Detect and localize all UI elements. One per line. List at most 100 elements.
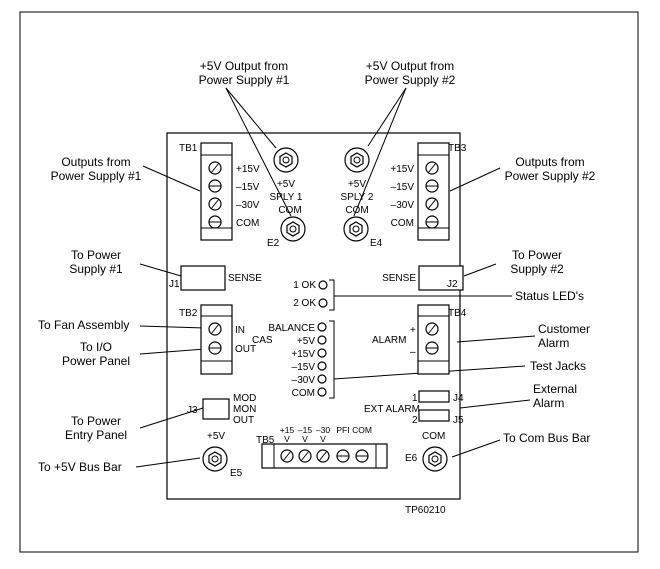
outer-frame xyxy=(19,11,639,553)
callout-to-5v-bus: To +5V Bus Bar xyxy=(38,460,122,474)
callout-to-ps2-1: To Power xyxy=(512,248,562,262)
tb3-row-label: +15V xyxy=(390,164,414,175)
led-1-icon xyxy=(318,280,328,290)
leader-to-power-entry xyxy=(139,407,204,429)
ext-alarm-pin1: 1 xyxy=(412,393,418,404)
j4-id: J4 xyxy=(453,393,464,404)
board-outline xyxy=(166,132,461,500)
post-sply2-icon xyxy=(344,147,370,173)
j5-connector xyxy=(418,409,450,422)
callout-test-jacks: Test Jacks xyxy=(530,359,586,373)
tb2-rows xyxy=(201,315,232,362)
callout-out-ps2-sub: Power Supply #2 xyxy=(365,73,456,87)
callout-out-ps1-sub: Power Supply #1 xyxy=(199,73,290,87)
led-2-icon xyxy=(318,298,328,308)
com-e4-id: E4 xyxy=(370,238,383,249)
leader-customer-alarm xyxy=(456,335,536,343)
j1-id: J1 xyxy=(169,279,180,290)
led-bracket xyxy=(329,279,335,311)
tb1-row-label: –15V xyxy=(236,182,260,193)
callout-to-power-entry-2: Entry Panel xyxy=(65,428,127,442)
callout-out-ps2-title: +5V Output from xyxy=(366,59,454,73)
tb3-row-label: –15V xyxy=(391,182,415,193)
tb2-side-label: CAS xyxy=(252,335,273,346)
callout-customer-alarm-1: Customer xyxy=(538,322,590,336)
callout-to-io-1: To I/O xyxy=(80,340,112,354)
test-jack-label: BALANCE xyxy=(268,323,315,334)
j1-connector xyxy=(180,265,226,291)
callout-status-leds: Status LED's xyxy=(515,289,584,303)
callout-to-fan: To Fan Assembly xyxy=(38,318,129,332)
e6-label: COM xyxy=(422,431,445,442)
led-label: 2 OK xyxy=(293,298,316,309)
test-jack-label: –15V xyxy=(292,362,316,373)
leader-to-com-bus xyxy=(451,439,501,458)
led-label: 1 OK xyxy=(293,280,316,291)
tb1-name: TB1 xyxy=(179,143,198,154)
tb4-plus: + xyxy=(410,325,416,336)
j3-connector xyxy=(202,398,230,420)
com-e2-label: COM xyxy=(278,205,301,216)
tb5-col-label: V xyxy=(302,434,308,444)
tb1-row-label: COM xyxy=(236,218,259,229)
e5-id: E5 xyxy=(230,468,243,479)
leader-to-fan xyxy=(139,325,206,329)
callout-to-power-entry-1: To Power xyxy=(71,414,121,428)
leader-to-io xyxy=(139,348,206,355)
com-e2-id: E2 xyxy=(267,238,280,249)
com-e2-icon xyxy=(280,216,306,242)
test-jack-label: –30V xyxy=(292,375,316,386)
j3-line: MON xyxy=(233,404,256,415)
tb5-col-label: –30 xyxy=(316,425,330,435)
tb2-row-label: OUT xyxy=(235,344,256,355)
j2-id: J2 xyxy=(447,279,458,290)
tb1-row-label: +15V xyxy=(236,164,260,175)
callout-to-ps1-2: Supply #1 xyxy=(69,262,123,276)
figure-id: TP60210 xyxy=(405,505,446,516)
tb4-rows xyxy=(418,315,449,362)
ext-alarm-pin2: 2 xyxy=(412,415,418,426)
j4-connector xyxy=(418,390,450,403)
j5-id: J5 xyxy=(453,415,464,426)
post-sply1-name: SPLY 1 xyxy=(270,192,303,203)
leader-right-outputs xyxy=(449,167,501,192)
j3-id: J3 xyxy=(187,405,198,416)
tb3-name: TB3 xyxy=(448,143,467,154)
leader-external-alarm xyxy=(459,399,531,409)
leader-to-5v-bus xyxy=(135,457,201,468)
leader-to-ps2 xyxy=(463,263,497,277)
callout-out-ps1-title: +5V Output from xyxy=(200,59,288,73)
callout-right-outputs-2: Power Supply #2 xyxy=(505,169,596,183)
e6-id: E6 xyxy=(405,453,418,464)
test-jack-label: +5V xyxy=(297,336,315,347)
test-jack-list: BALANCE +5V +15V –15V –30V COM xyxy=(268,320,335,399)
tb4-minus: – xyxy=(410,347,416,358)
tb5-terminals xyxy=(273,444,377,468)
callout-external-alarm-2: Alarm xyxy=(533,396,564,410)
callout-right-outputs-1: Outputs from xyxy=(515,155,584,169)
tb5-col-label: +15 xyxy=(280,425,295,435)
tb5-name: TB5 xyxy=(256,435,275,446)
leader-left-outputs xyxy=(142,165,201,192)
tb5-col-label: COM xyxy=(352,425,372,435)
tb5-col-label: PFI xyxy=(336,425,349,435)
callout-left-outputs-1: Outputs from xyxy=(61,155,130,169)
tb3-rows xyxy=(418,154,449,229)
tb2-block xyxy=(200,304,233,375)
tb5-col-label: V xyxy=(320,434,326,444)
callout-to-ps2-2: Supply #2 xyxy=(510,262,564,276)
j3-line: OUT xyxy=(233,415,254,426)
e5-post-icon xyxy=(202,446,228,472)
ext-alarm-label: EXT ALARM xyxy=(364,404,420,415)
tb1-row-label: –30V xyxy=(236,200,260,211)
tb2-name: TB2 xyxy=(179,308,198,319)
j2-connector xyxy=(418,265,464,291)
j2-label: SENSE xyxy=(382,273,416,284)
e6-post-icon xyxy=(422,446,448,472)
com-e4-icon xyxy=(343,216,369,242)
callout-to-com-bus: To Com Bus Bar xyxy=(503,431,590,445)
tb4-name: TB4 xyxy=(448,308,467,319)
callout-customer-alarm-2: Alarm xyxy=(538,336,569,350)
tb1-rows xyxy=(201,154,232,229)
